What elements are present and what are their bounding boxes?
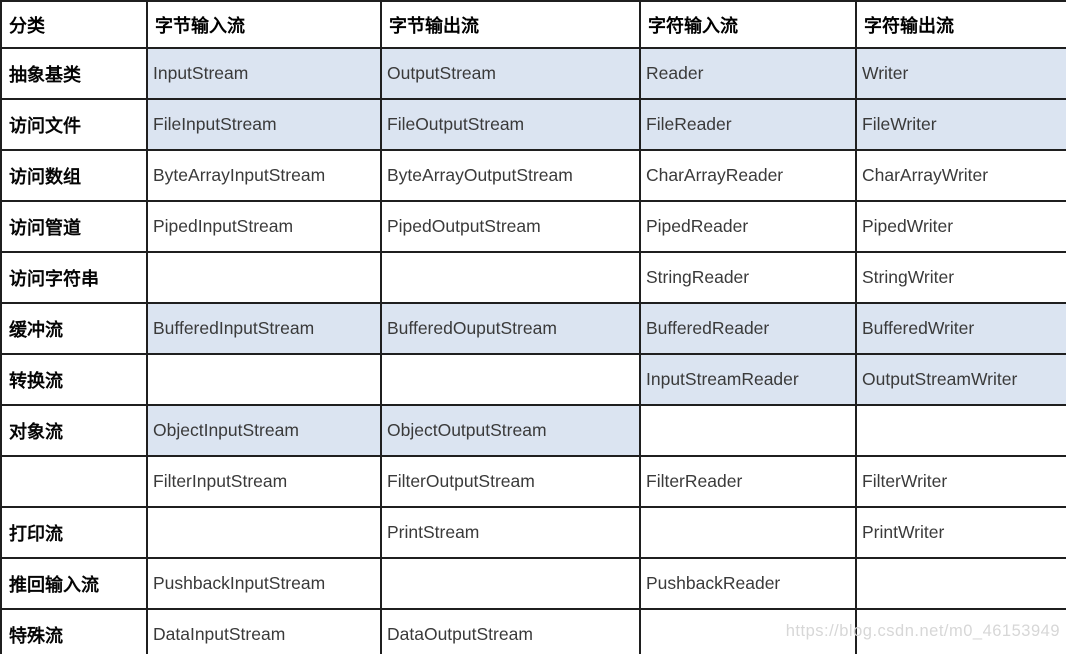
class-cell: PrintWriter — [855, 506, 1066, 559]
class-cell: FileOutputStream — [380, 98, 641, 151]
category-cell: 抽象基类 — [0, 47, 148, 100]
class-cell: OutputStream — [380, 47, 641, 100]
class-cell: ObjectOutputStream — [380, 404, 641, 457]
class-cell: PrintStream — [380, 506, 641, 559]
table-row: 推回输入流 PushbackInputStream PushbackReader — [0, 557, 1066, 610]
category-cell: 访问文件 — [0, 98, 148, 151]
class-cell: FileReader — [639, 98, 857, 151]
class-cell — [855, 404, 1066, 457]
class-cell: DataOutputStream — [380, 608, 641, 654]
class-cell — [639, 506, 857, 559]
class-cell: ObjectInputStream — [146, 404, 382, 457]
category-cell: 转换流 — [0, 353, 148, 406]
class-cell: StringWriter — [855, 251, 1066, 304]
class-cell — [146, 506, 382, 559]
class-cell: FileWriter — [855, 98, 1066, 151]
table-row: 访问数组 ByteArrayInputStream ByteArrayOutpu… — [0, 149, 1066, 202]
class-cell — [380, 557, 641, 610]
table-row: 访问文件 FileInputStream FileOutputStream Fi… — [0, 98, 1066, 151]
class-cell: PushbackReader — [639, 557, 857, 610]
category-cell: 对象流 — [0, 404, 148, 457]
class-cell: InputStream — [146, 47, 382, 100]
category-cell: 特殊流 — [0, 608, 148, 654]
class-cell: FilterInputStream — [146, 455, 382, 508]
header-row: 分类 字节输入流 字节输出流 字符输入流 字符输出流 — [0, 0, 1066, 49]
category-cell: 访问字符串 — [0, 251, 148, 304]
category-cell: 推回输入流 — [0, 557, 148, 610]
class-cell: BufferedOuputStream — [380, 302, 641, 355]
class-cell: CharArrayReader — [639, 149, 857, 202]
category-cell: 打印流 — [0, 506, 148, 559]
table-row: 缓冲流 BufferedInputStream BufferedOuputStr… — [0, 302, 1066, 355]
header-cell-char-output: 字符输出流 — [855, 0, 1066, 49]
class-cell: PipedInputStream — [146, 200, 382, 253]
category-cell: 访问数组 — [0, 149, 148, 202]
class-cell: FilterWriter — [855, 455, 1066, 508]
table-row: 访问管道 PipedInputStream PipedOutputStream … — [0, 200, 1066, 253]
header-cell-char-input: 字符输入流 — [639, 0, 857, 49]
class-cell — [380, 251, 641, 304]
category-cell: 访问管道 — [0, 200, 148, 253]
class-cell: PipedOutputStream — [380, 200, 641, 253]
class-cell — [146, 353, 382, 406]
category-cell — [0, 455, 148, 508]
class-cell: Writer — [855, 47, 1066, 100]
table-row: 对象流 ObjectInputStream ObjectOutputStream — [0, 404, 1066, 457]
class-cell — [639, 608, 857, 654]
class-cell — [855, 608, 1066, 654]
class-cell: OutputStreamWriter — [855, 353, 1066, 406]
class-cell: PipedWriter — [855, 200, 1066, 253]
class-cell: ByteArrayInputStream — [146, 149, 382, 202]
class-cell: FilterOutputStream — [380, 455, 641, 508]
table-row: FilterInputStream FilterOutputStream Fil… — [0, 455, 1066, 508]
table-row: 打印流 PrintStream PrintWriter — [0, 506, 1066, 559]
class-cell: DataInputStream — [146, 608, 382, 654]
class-cell — [639, 404, 857, 457]
class-cell: FilterReader — [639, 455, 857, 508]
table-row: 特殊流 DataInputStream DataOutputStream — [0, 608, 1066, 654]
class-cell: PushbackInputStream — [146, 557, 382, 610]
class-cell — [380, 353, 641, 406]
class-cell — [146, 251, 382, 304]
class-cell: BufferedInputStream — [146, 302, 382, 355]
table-row: 访问字符串 StringReader StringWriter — [0, 251, 1066, 304]
class-cell: BufferedReader — [639, 302, 857, 355]
table-row: 抽象基类 InputStream OutputStream Reader Wri… — [0, 47, 1066, 100]
class-cell — [855, 557, 1066, 610]
class-cell: BufferedWriter — [855, 302, 1066, 355]
class-cell: StringReader — [639, 251, 857, 304]
class-cell: Reader — [639, 47, 857, 100]
header-cell-category: 分类 — [0, 0, 148, 49]
table-row: 转换流 InputStreamReader OutputStreamWriter — [0, 353, 1066, 406]
class-cell: CharArrayWriter — [855, 149, 1066, 202]
class-cell: PipedReader — [639, 200, 857, 253]
header-cell-byte-input: 字节输入流 — [146, 0, 382, 49]
class-cell: FileInputStream — [146, 98, 382, 151]
class-cell: InputStreamReader — [639, 353, 857, 406]
header-cell-byte-output: 字节输出流 — [380, 0, 641, 49]
class-cell: ByteArrayOutputStream — [380, 149, 641, 202]
category-cell: 缓冲流 — [0, 302, 148, 355]
